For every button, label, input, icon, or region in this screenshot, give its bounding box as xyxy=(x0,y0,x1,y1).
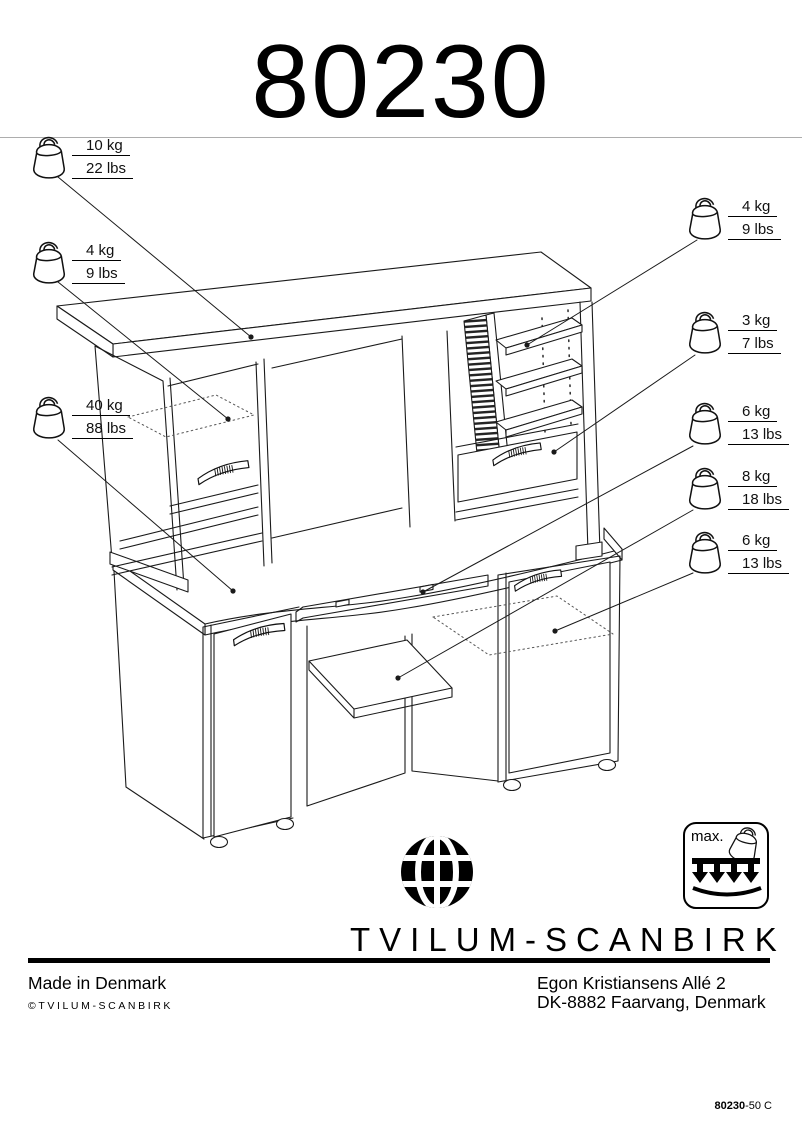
weight-kg-label: 6 kg xyxy=(728,531,778,551)
weight-kg-label: 4 kg xyxy=(72,241,122,261)
load-note-hutch-shelf-right: 4 kg 9 lbs xyxy=(686,195,781,241)
weight-lbs-label: 18 lbs xyxy=(728,490,790,510)
weight-icon xyxy=(688,531,722,574)
center-shelf xyxy=(308,639,453,719)
load-note-keyboard-tray: 6 kg 13 lbs xyxy=(686,400,790,446)
weight-icon xyxy=(688,467,722,510)
desk-drawing xyxy=(112,527,623,849)
address-line1: Egon Kristiansens Allé 2 xyxy=(537,973,726,993)
load-note-center-shelf: 8 kg 18 lbs xyxy=(686,465,790,511)
max-label: max. xyxy=(691,828,724,845)
globe-logo xyxy=(401,836,473,908)
weight-lbs-label: 7 lbs xyxy=(728,334,781,354)
leader-lines xyxy=(57,176,698,679)
left-door xyxy=(213,613,292,838)
weight-lbs-label: 22 lbs xyxy=(72,159,134,179)
hutch-shelves xyxy=(495,317,583,438)
hutch-drawing xyxy=(56,251,603,593)
hutch-drawer xyxy=(455,423,579,521)
right-door xyxy=(508,561,611,774)
weight-icon xyxy=(688,402,722,445)
leader-dots xyxy=(225,334,558,681)
weight-kg-label: 40 kg xyxy=(72,396,130,416)
weight-icon xyxy=(688,197,722,240)
footer-rule xyxy=(28,958,770,963)
keyboard-tray xyxy=(295,574,489,623)
weight-icon xyxy=(32,396,66,439)
copyright-text: ©TVILUM-SCANBIRK xyxy=(28,1000,174,1012)
right-pedestal xyxy=(497,555,621,792)
made-in-text: Made in Denmark xyxy=(28,973,167,993)
weight-kg-label: 3 kg xyxy=(728,311,778,331)
weight-lbs-label: 9 lbs xyxy=(72,264,125,284)
hidden-shelves xyxy=(127,394,614,656)
weight-kg-label: 8 kg xyxy=(728,467,778,487)
weight-kg-label: 10 kg xyxy=(72,136,130,156)
weight-icon xyxy=(32,241,66,284)
weight-icon xyxy=(688,311,722,354)
document-number: 80230-50 C xyxy=(715,1100,773,1112)
weight-lbs-label: 13 lbs xyxy=(728,425,790,445)
brand-wordmark: TVILUM-SCANBIRK xyxy=(350,921,786,958)
weight-kg-label: 6 kg xyxy=(728,402,778,422)
weight-icon xyxy=(32,136,66,179)
max-load-icon xyxy=(692,858,762,897)
document-number-revision: -50 C xyxy=(745,1100,772,1112)
load-note-hutch-shelf-left: 4 kg 9 lbs xyxy=(30,239,125,285)
left-pedestal xyxy=(202,606,308,849)
load-note-hutch-drawer: 3 kg 7 lbs xyxy=(686,309,781,355)
title-divider xyxy=(0,137,802,138)
max-load-box: max. xyxy=(683,822,769,909)
louver-strip xyxy=(463,312,511,485)
load-note-desktop: 40 kg 88 lbs xyxy=(30,394,134,440)
weight-lbs-label: 13 lbs xyxy=(728,554,790,574)
load-note-hutch-top: 10 kg 22 lbs xyxy=(30,134,134,180)
address-line2: DK-8882 Faarvang, Denmark xyxy=(537,992,766,1012)
load-note-pedestal-shelf: 6 kg 13 lbs xyxy=(686,529,790,575)
weight-lbs-label: 9 lbs xyxy=(728,220,781,240)
document-number-model: 80230 xyxy=(714,1100,746,1112)
weight-lbs-label: 88 lbs xyxy=(72,419,134,439)
weight-kg-label: 4 kg xyxy=(728,197,778,217)
page-title: 80230 xyxy=(251,24,551,140)
